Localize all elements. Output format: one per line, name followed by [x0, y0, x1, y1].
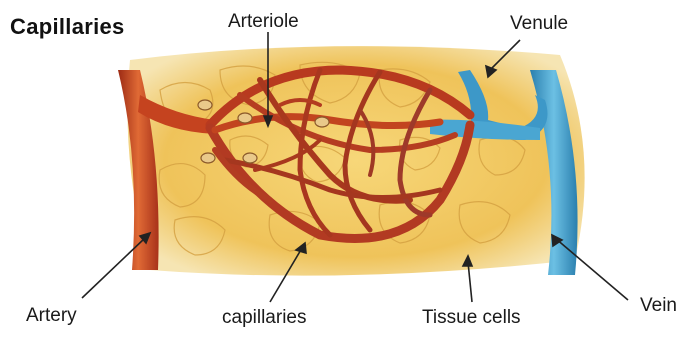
diagram-title: Capillaries: [10, 14, 125, 40]
venule-label: Venule: [510, 14, 568, 33]
arteriole-label: Arteriole: [228, 12, 299, 31]
capillaries-label: capillaries: [222, 308, 306, 327]
tissue-cells-label: Tissue cells: [422, 308, 521, 327]
vein-label: Vein: [640, 296, 677, 315]
artery-label: Artery: [26, 306, 77, 325]
